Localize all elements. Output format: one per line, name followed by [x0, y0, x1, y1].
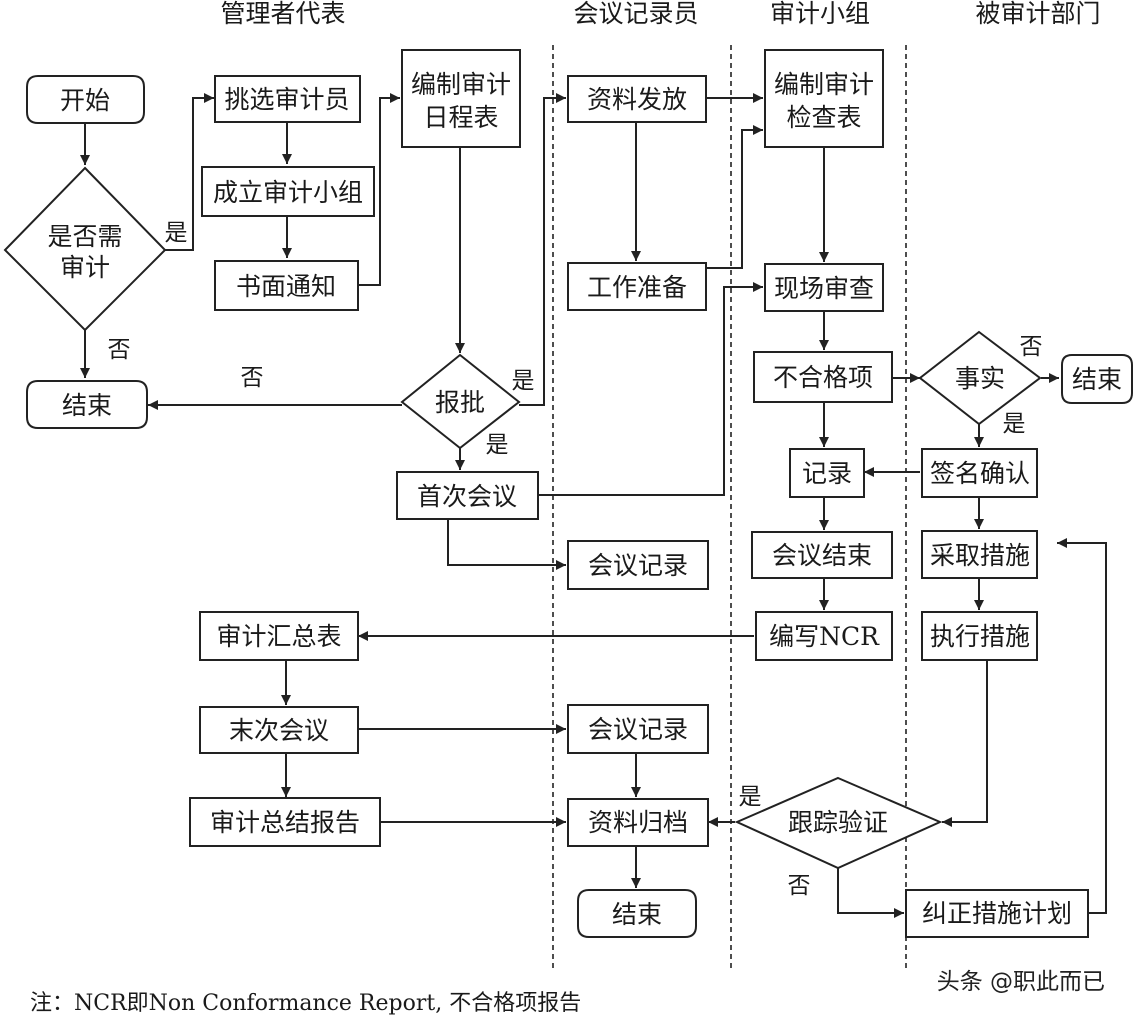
form-team-label: 成立审计小组 [213, 178, 363, 207]
checklist-label-1: 编制审计 [774, 70, 874, 99]
lane-header-audit-team: 审计小组 [770, 0, 870, 28]
label-track-no: 否 [788, 873, 811, 899]
sign-confirm-box [921, 448, 1038, 498]
start-label: 开始 [60, 86, 110, 115]
meeting-end-label: 会议结束 [772, 541, 872, 570]
end-left-label: 结束 [62, 391, 112, 420]
execute-action-box [921, 611, 1038, 661]
prep-work-label: 工作准备 [587, 273, 687, 302]
distribute-label: 资料发放 [587, 85, 687, 114]
footnote: 注：NCR即Non Conformance Report, 不合格项报告 [30, 991, 581, 1016]
minutes-1-label: 会议记录 [588, 551, 688, 580]
approve-decision [400, 353, 521, 450]
start-terminal [26, 75, 145, 124]
label-fact-yes: 是 [1003, 411, 1026, 437]
edge-meeting-minutes [447, 519, 566, 570]
summary-report-label: 审计总结报告 [210, 808, 360, 837]
minutes-2-box [567, 704, 709, 754]
checklist-box [764, 49, 884, 148]
edge-notice-schedule [358, 93, 400, 286]
form-team-box [201, 166, 375, 217]
fact-decision [918, 330, 1042, 426]
written-notice-label: 书面通知 [236, 272, 336, 301]
watermark: 头条 @职此而已 [937, 969, 1105, 995]
label-approve-no: 否 [241, 365, 264, 391]
label-need-yes: 是 [165, 220, 188, 246]
minutes-1-box [567, 540, 709, 590]
minutes-2-label: 会议记录 [588, 715, 688, 744]
select-auditors-label: 挑选审计员 [224, 85, 349, 114]
corrective-plan-label: 纠正措施计划 [922, 899, 1072, 928]
end-right-terminal [1061, 354, 1133, 404]
need-audit-label-1: 是否需 [47, 222, 122, 251]
prep-work-box [567, 262, 707, 311]
archive-label: 资料归档 [588, 808, 688, 837]
summary-table-box [199, 611, 359, 661]
write-ncr-box [755, 611, 893, 661]
execute-action-label: 执行措施 [930, 622, 1030, 651]
end-left-terminal [26, 380, 148, 429]
label-approve-yes-right: 是 [512, 368, 535, 394]
need-audit-label-2: 审计 [60, 253, 110, 282]
summary-report-box [189, 797, 381, 847]
track-verify-label: 跟踪验证 [788, 808, 888, 837]
take-action-label: 采取措施 [930, 541, 1030, 570]
schedule-label-2: 日程表 [423, 103, 498, 132]
edge-plan-take [1057, 538, 1107, 914]
schedule-box [401, 49, 521, 148]
edge-meeting-onsite [538, 282, 763, 496]
approve-label: 报批 [435, 388, 485, 417]
lane-header-management: 管理者代表 [220, 0, 345, 28]
record-label: 记录 [802, 459, 852, 488]
need-audit-decision [3, 166, 167, 332]
end-right-label: 结束 [1072, 365, 1122, 394]
take-action-box [921, 530, 1038, 579]
first-meeting-label: 首次会议 [417, 482, 517, 511]
track-verify-decision [734, 776, 943, 870]
meeting-end-box [751, 531, 893, 579]
edge-need-yes [165, 93, 214, 251]
schedule-label-1: 编制审计 [411, 70, 511, 99]
onsite-label: 现场审查 [774, 274, 874, 303]
first-meeting-box [396, 471, 539, 520]
distribute-box [567, 75, 707, 123]
archive-box [567, 798, 709, 847]
summary-table-label: 审计汇总表 [216, 622, 341, 651]
checklist-label-2: 检查表 [786, 103, 861, 132]
label-need-no: 否 [108, 337, 131, 363]
corrective-plan-box [905, 889, 1089, 938]
nonconform-box [753, 351, 893, 403]
written-notice-box [214, 260, 359, 311]
label-fact-no: 否 [1020, 334, 1043, 360]
nonconform-label: 不合格项 [773, 363, 873, 392]
onsite-box [764, 263, 884, 312]
end-bottom-terminal [577, 889, 697, 938]
end-bottom-label: 结束 [612, 900, 662, 929]
edge-prep-checklist [706, 125, 763, 269]
last-meeting-box [199, 706, 359, 754]
edges [80, 93, 1107, 918]
edge-approve-yes-distribute [519, 93, 566, 406]
lane-header-recorder: 会议记录员 [573, 0, 698, 28]
edge-track-no-plan [837, 868, 904, 918]
fact-label: 事实 [955, 364, 1005, 393]
edge-execute-track [942, 660, 988, 827]
sign-confirm-label: 签名确认 [930, 459, 1030, 488]
write-ncr-label: 编写NCR [769, 622, 880, 651]
label-track-yes: 是 [739, 784, 762, 810]
lane-header-audited-dept: 被审计部门 [975, 0, 1100, 28]
last-meeting-label: 末次会议 [229, 716, 329, 745]
record-box [789, 448, 865, 498]
select-auditors-box [214, 75, 361, 123]
label-approve-yes-down: 是 [486, 432, 509, 458]
